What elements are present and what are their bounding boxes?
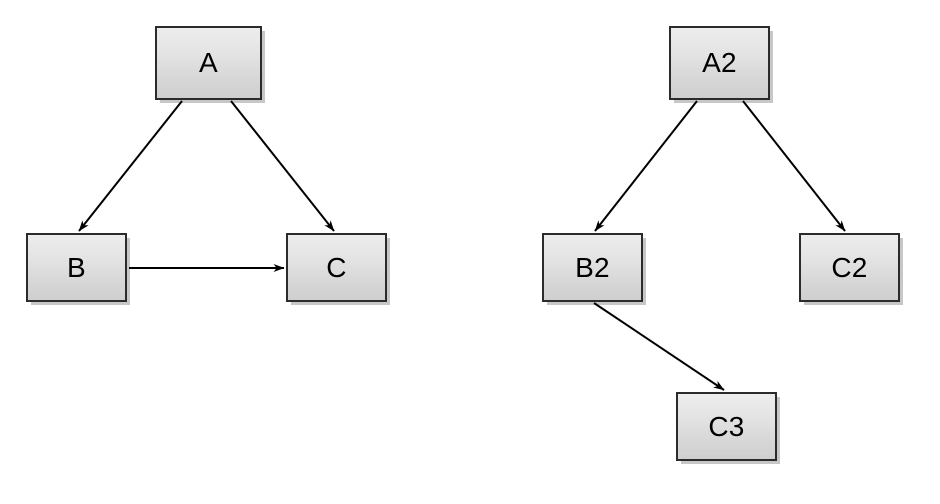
- node-c2[interactable]: C2: [799, 233, 900, 302]
- edge-b2-to-c3: [593, 302, 725, 391]
- node-label: A2: [702, 47, 737, 78]
- edges-group: [78, 100, 846, 391]
- node-c[interactable]: C: [286, 233, 387, 302]
- node-label: A: [199, 47, 218, 78]
- node-b2[interactable]: B2: [542, 233, 643, 302]
- edge-a-to-b: [78, 100, 183, 232]
- edge-a2-to-c2: [742, 100, 846, 232]
- node-label: B: [67, 251, 86, 283]
- node-label: C: [326, 251, 347, 283]
- edge-a-to-c: [230, 100, 335, 232]
- node-label: C2: [831, 251, 868, 283]
- edge-a2-to-b2: [594, 100, 698, 232]
- node-label: B2: [575, 251, 610, 283]
- node-label: C3: [708, 410, 745, 442]
- node-a[interactable]: A: [155, 26, 262, 100]
- node-c3[interactable]: C3: [676, 392, 777, 461]
- node-b[interactable]: B: [26, 233, 127, 302]
- node-a2[interactable]: A2: [669, 26, 770, 100]
